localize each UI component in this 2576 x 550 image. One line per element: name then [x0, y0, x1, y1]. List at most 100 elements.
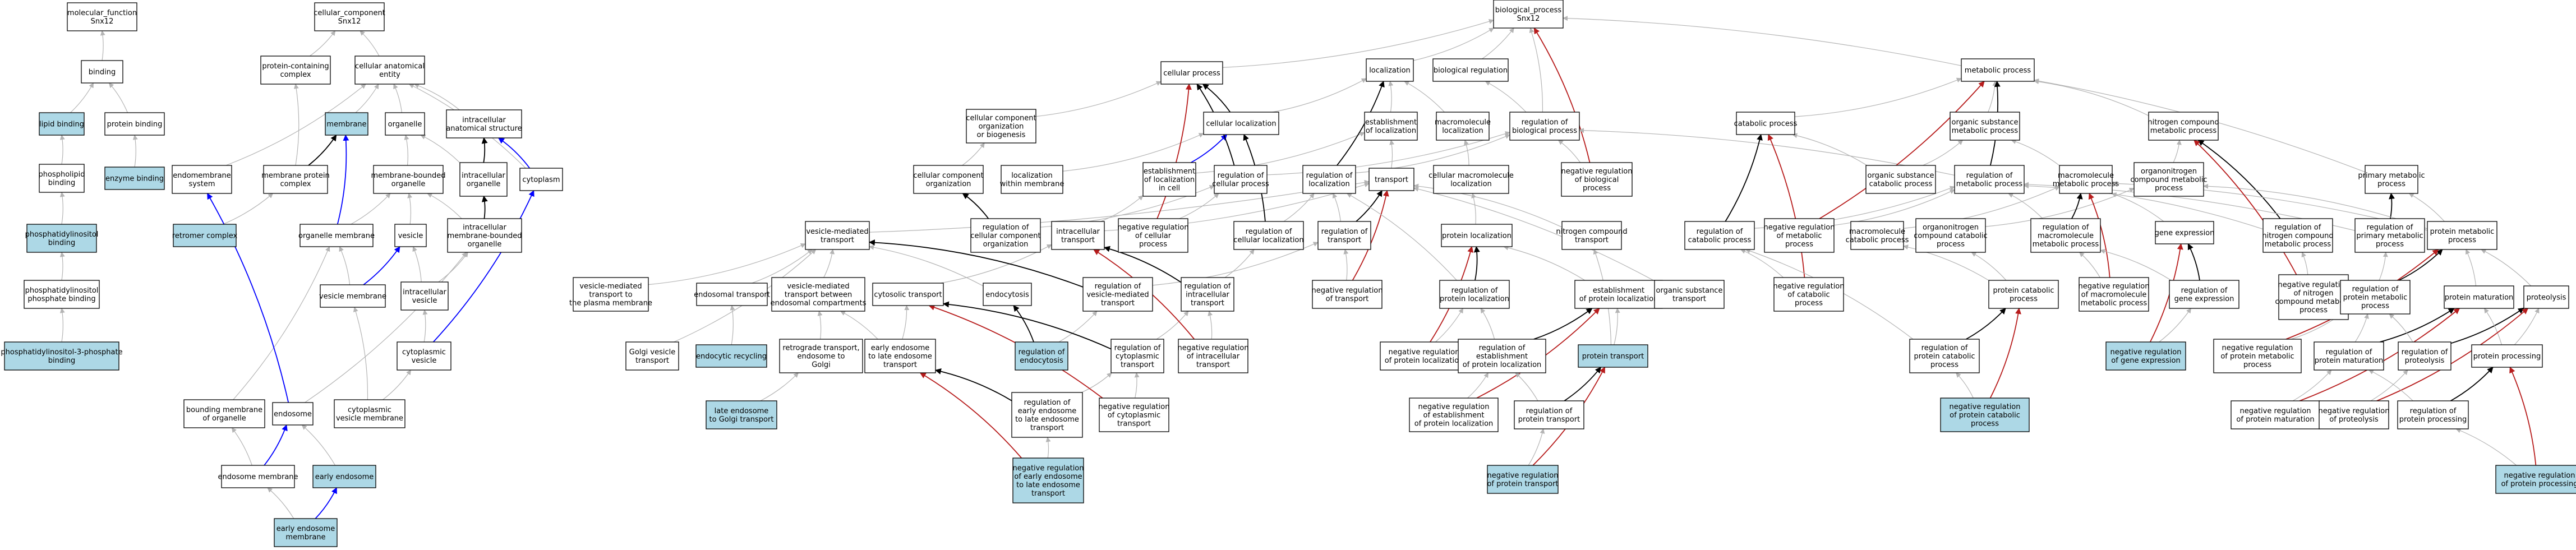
term-node-orgmem[interactable]: organelle membrane: [298, 224, 375, 247]
term-node-organelle[interactable]: organelle: [385, 112, 425, 136]
term-node-prottrans[interactable]: protein transport: [1578, 344, 1648, 368]
term-node-endotrans[interactable]: endosomal transport: [694, 283, 770, 306]
term-node-proteolysis[interactable]: proteolysis: [2523, 285, 2569, 309]
term-node-endosomemem[interactable]: endosome membrane: [218, 465, 298, 488]
term-node-vesmem[interactable]: vesicle membrane: [319, 284, 386, 308]
term-node-protmat[interactable]: protein maturation: [2444, 285, 2514, 309]
term-node-endocytosis[interactable]: endocytosis: [983, 283, 1032, 306]
term-node-earlyendo[interactable]: early endosome: [312, 465, 376, 488]
term-node-catab[interactable]: catabolic process: [1734, 112, 1798, 135]
term-node-cellproc[interactable]: cellular process: [1160, 61, 1223, 85]
term-node-cytotrans[interactable]: cytosolic transport: [872, 283, 944, 306]
term-node-binding[interactable]: binding: [81, 60, 123, 84]
term-node-endorecyc[interactable]: endocytic recycling: [695, 344, 767, 368]
term-node-metab[interactable]: metabolic process: [1961, 58, 2035, 82]
term-node-lipidbind[interactable]: lipid binding: [39, 112, 85, 136]
term-node-protloc[interactable]: protein localization: [1441, 224, 1513, 247]
term-node-protproc[interactable]: protein processing: [2471, 344, 2543, 368]
term-node-endosome[interactable]: endosome: [272, 402, 314, 426]
term-node-membrane[interactable]: membrane: [325, 112, 368, 136]
term-node-cytoplasm[interactable]: cytoplasm: [519, 168, 563, 191]
term-node-bioreg[interactable]: biological regulation: [1432, 58, 1509, 82]
term-node-retromer[interactable]: retromer complex: [172, 224, 238, 247]
term-node-transport[interactable]: transport: [1368, 168, 1414, 191]
term-node-cellloc[interactable]: cellular localization: [1203, 112, 1279, 135]
term-node-enzymebind[interactable]: enzyme binding: [104, 167, 165, 190]
term-node-vesicle[interactable]: vesicle: [394, 224, 427, 247]
